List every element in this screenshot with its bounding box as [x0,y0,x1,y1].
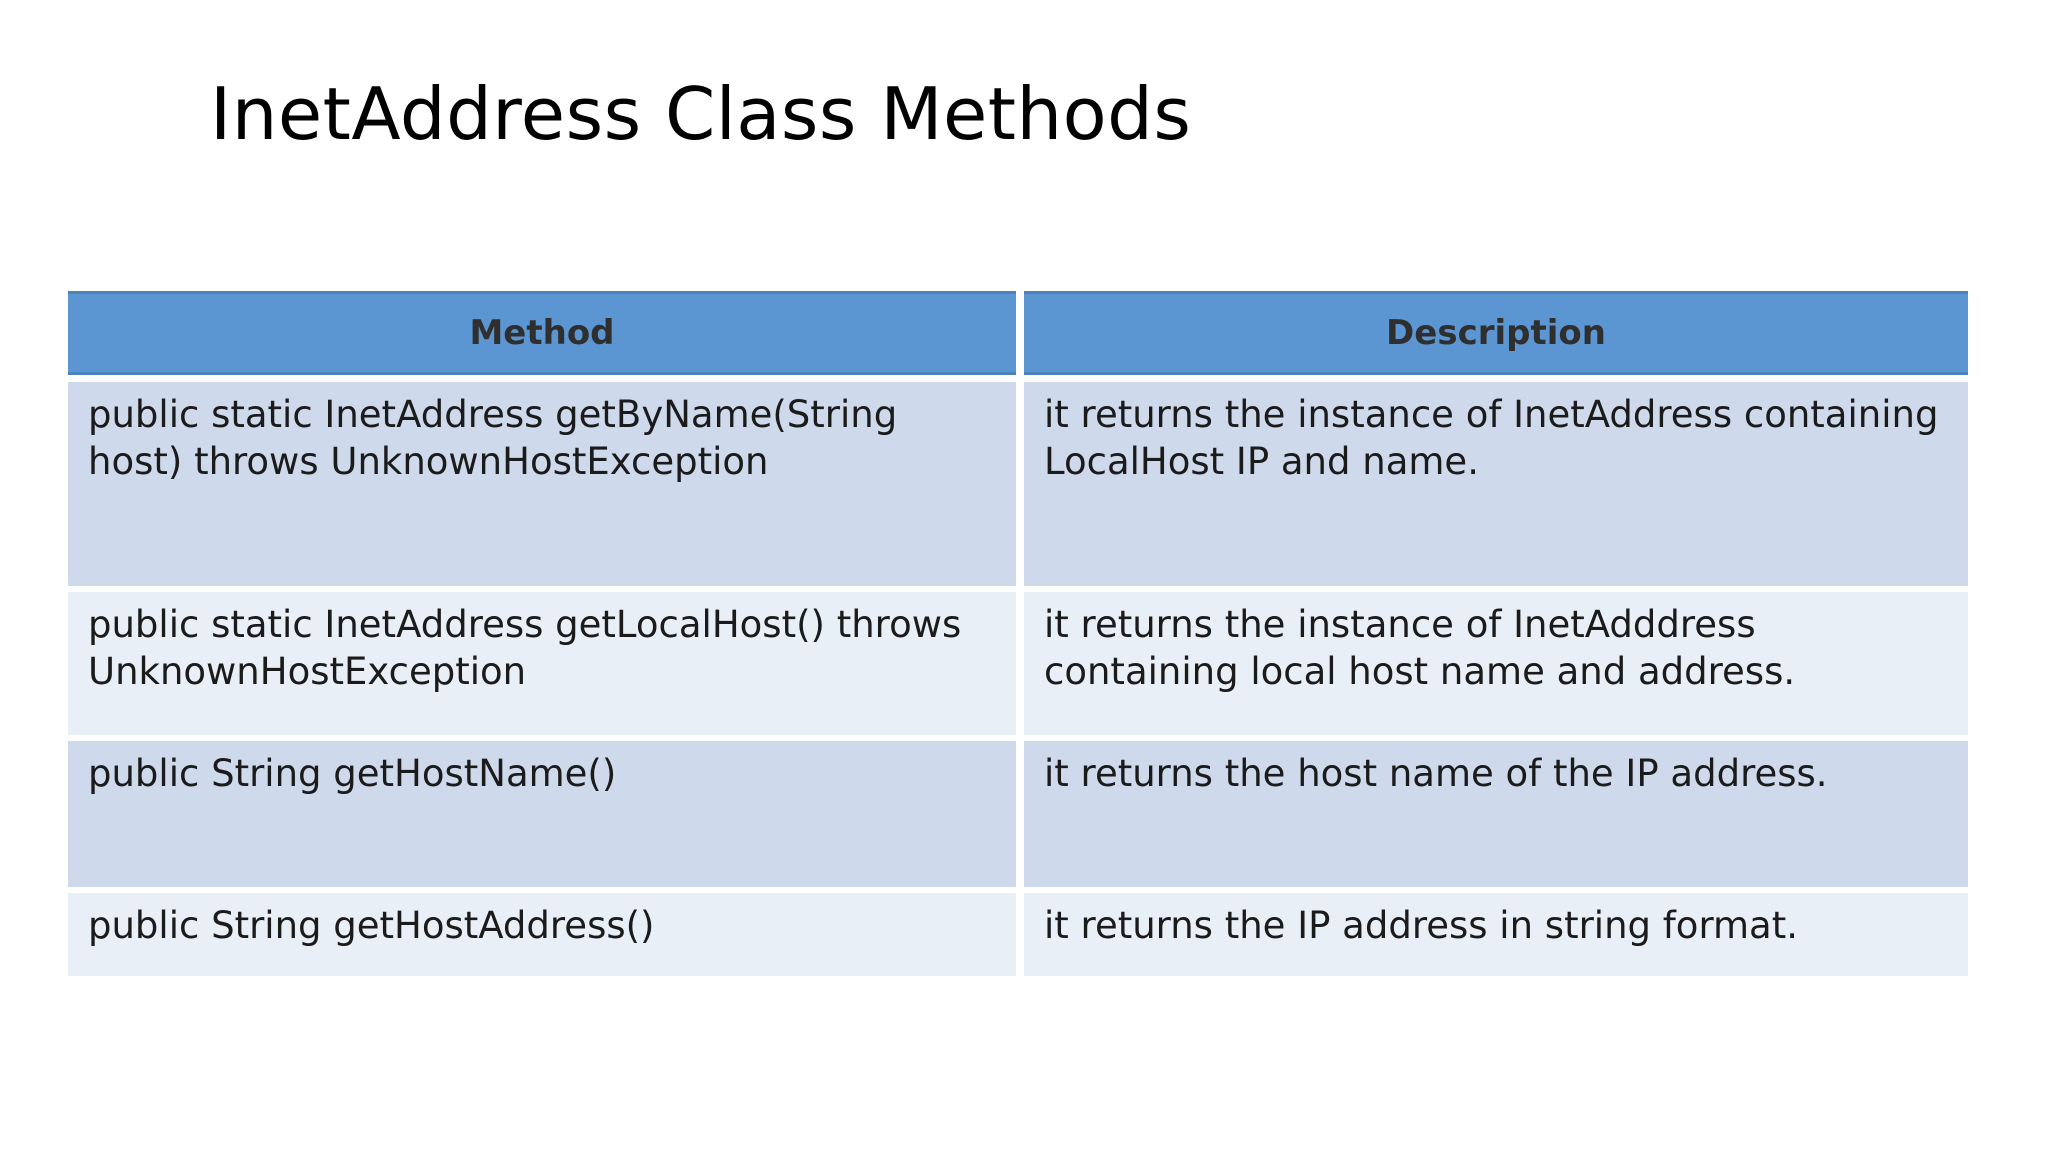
table-header-row: Method Description [68,291,1968,375]
table-row: public String getHostName() it returns t… [68,741,1968,887]
cell-description: it returns the host name of the IP addre… [1024,741,1968,887]
cell-method: public String getHostName() [68,741,1016,887]
column-header-method: Method [68,291,1016,375]
cell-method: public static InetAddress getLocalHost()… [68,592,1016,735]
table-row: public static InetAddress getLocalHost()… [68,592,1968,735]
cell-description: it returns the IP address in string form… [1024,893,1968,976]
table-row: public String getHostAddress() it return… [68,893,1968,976]
page-title: InetAddress Class Methods [210,72,1192,156]
cell-method: public static InetAddress getByName(Stri… [68,382,1016,586]
table-row: public static InetAddress getByName(Stri… [68,382,1968,586]
column-header-description: Description [1024,291,1968,375]
cell-description: it returns the instance of InetAddress c… [1024,382,1968,586]
cell-description: it returns the instance of InetAdddress … [1024,592,1968,735]
methods-table: Method Description public static InetAdd… [68,291,1968,976]
cell-method: public String getHostAddress() [68,893,1016,976]
